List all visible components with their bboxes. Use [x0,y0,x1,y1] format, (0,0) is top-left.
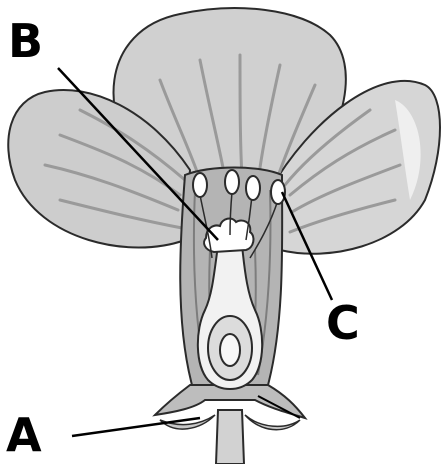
label-c: C [326,300,360,346]
sepal-right-tip [245,415,300,430]
anther-2 [225,170,239,194]
anther-3 [246,176,260,200]
label-b: B [8,18,43,64]
stem [216,410,244,464]
label-a: A [6,412,42,458]
ovule [220,334,240,366]
anther-1 [193,173,207,197]
